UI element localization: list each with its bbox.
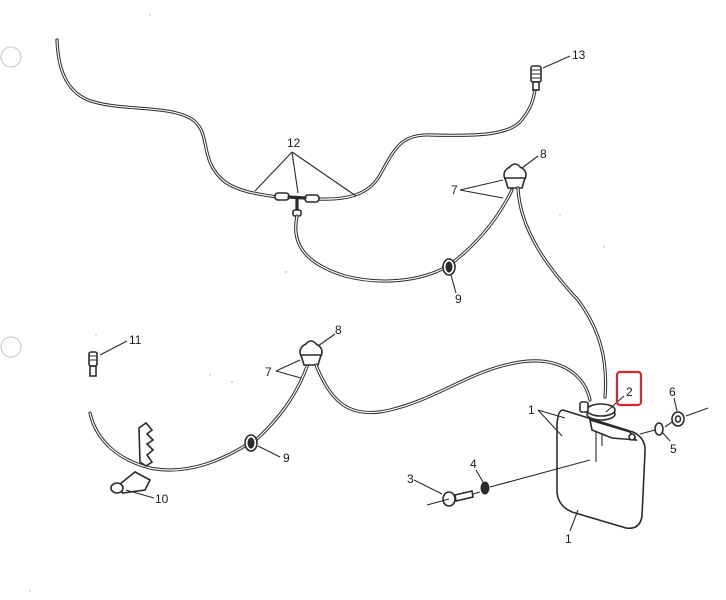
front-nozzle (88, 351, 98, 377)
scan-specks (29, 14, 605, 592)
callout-9-upper: 9 (455, 292, 462, 306)
grommet-lower (244, 434, 258, 452)
callout-2-highlight-box (615, 370, 643, 407)
callout-13: 13 (572, 48, 586, 62)
callout-1-left: 1 (528, 403, 535, 417)
check-valve-upper (503, 163, 527, 189)
mounting-bolt (442, 490, 474, 507)
callout-11: 11 (129, 333, 142, 347)
grommet-upper (442, 258, 456, 276)
callout-8-lower: 8 (335, 323, 342, 337)
callout-3: 3 (407, 472, 414, 486)
callout-4: 4 (470, 457, 477, 471)
tank-cap (586, 403, 616, 421)
tank-bracket (588, 418, 638, 441)
lower-hose-assembly (88, 340, 592, 494)
hose-clip-bracket (110, 421, 155, 494)
callout-labels: 12 13 8 7 9 11 8 7 9 10 1 1 3 4 5 6 2 (129, 48, 677, 546)
bolt-washer (480, 481, 490, 495)
rear-nozzle (530, 65, 542, 91)
front-washer-hose (88, 411, 250, 472)
leader-lines (99, 55, 678, 532)
callout-6: 6 (669, 385, 676, 399)
callout-1-bottom: 1 (565, 532, 572, 546)
callout-2: 2 (626, 385, 633, 399)
callout-5: 5 (670, 442, 677, 456)
binder-hole-top (0, 46, 22, 68)
binder-hole-middle (0, 336, 22, 358)
hose-joint-12 (274, 192, 320, 217)
callout-7-upper: 7 (451, 183, 458, 197)
tank-hose-lower (314, 359, 592, 415)
rear-branch-hose (294, 214, 450, 283)
washer-tank-assembly (426, 401, 709, 530)
upper-hose-assembly (55, 38, 608, 399)
check-valve-lower (299, 340, 323, 366)
mounting-nut (671, 411, 685, 427)
rear-washer-hose-right (316, 88, 537, 201)
rear-washer-hose (55, 38, 279, 199)
callout-12: 12 (287, 136, 301, 150)
callout-7-lower: 7 (265, 365, 272, 379)
callout-9-lower: 9 (283, 451, 290, 465)
callout-8-upper: 8 (540, 147, 547, 161)
nut-washer (654, 422, 664, 436)
callout-10: 10 (155, 492, 169, 506)
